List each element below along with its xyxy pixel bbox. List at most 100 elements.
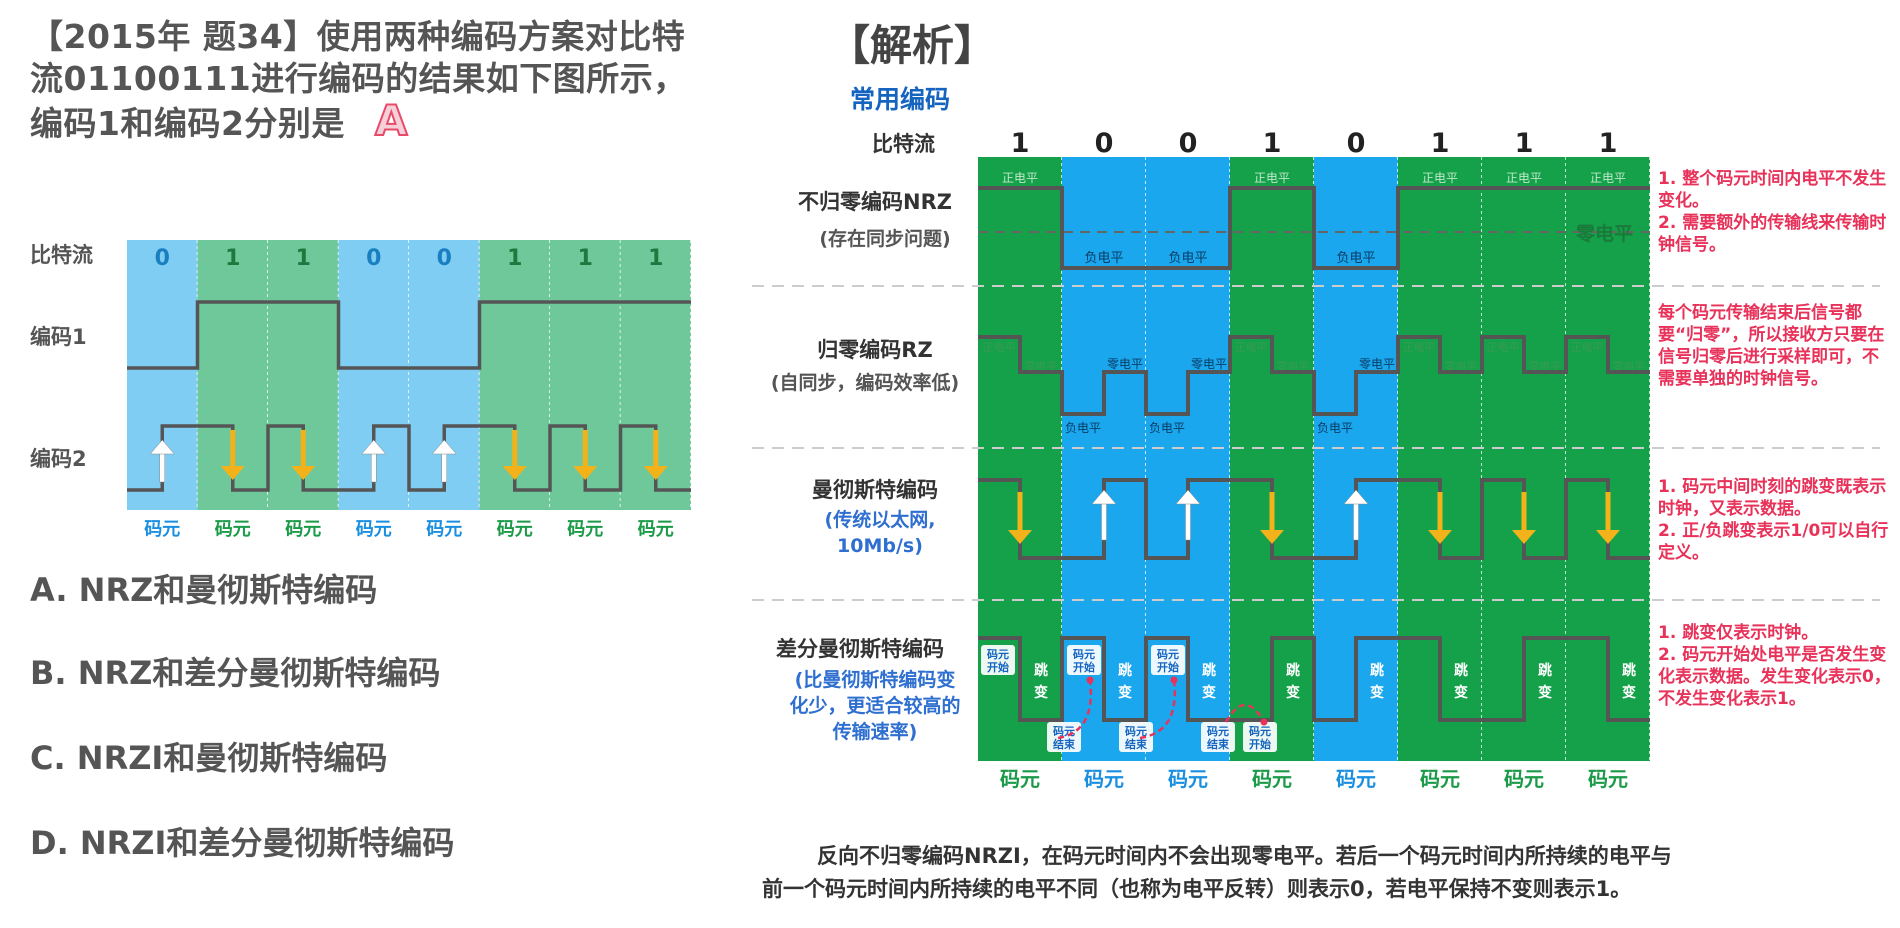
arrow-head bbox=[1170, 676, 1178, 684]
svg-text:码元: 码元 bbox=[987, 648, 1009, 661]
left-bit: 0 bbox=[366, 246, 381, 271]
svg-text:开始: 开始 bbox=[1157, 660, 1179, 674]
zero-level-label-small: 零电平 bbox=[1529, 360, 1562, 373]
negative-level-label: 负电平 bbox=[1065, 421, 1101, 435]
right-bitstream-label: 比特流 bbox=[872, 132, 935, 156]
nrz-note-1: 1. 整个码元时间内电平不发生变化。 bbox=[1658, 169, 1887, 211]
down-arrow-icon bbox=[1596, 492, 1620, 544]
svg-text:开始: 开始 bbox=[987, 660, 1009, 674]
nrz-title: 不归零编码NRZ bbox=[798, 190, 952, 214]
jump-label: 变 bbox=[1118, 684, 1132, 701]
jump-label: 跳 bbox=[1538, 662, 1552, 679]
positive-level-label: 正电平 bbox=[1590, 171, 1626, 185]
negative-level-label: 负电平 bbox=[1317, 421, 1353, 435]
jump-label: 跳 bbox=[1202, 662, 1216, 679]
jump-label: 变 bbox=[1622, 684, 1636, 701]
positive-level-label: 正电平 bbox=[1506, 171, 1542, 185]
positive-level-label: 正电平 bbox=[1403, 341, 1436, 354]
rz-title: 归零编码RZ bbox=[817, 338, 933, 362]
left-cell-label: 码元 bbox=[215, 519, 251, 540]
option-c[interactable]: C. NRZI和曼彻斯特编码 bbox=[30, 739, 388, 777]
code-start-marker: 码元开始 bbox=[981, 645, 1015, 675]
right-bit: 1 bbox=[1263, 128, 1282, 159]
down-arrow-icon bbox=[1428, 492, 1452, 544]
nrz-note-2: 2. 需要额外的传输线来传输时钟信号。 bbox=[1658, 213, 1887, 255]
zero-level-label-small: 零电平 bbox=[1613, 360, 1646, 373]
jump-label: 变 bbox=[1370, 684, 1384, 701]
left-cell-label: 码元 bbox=[638, 519, 674, 540]
left-bitstream-label: 比特流 bbox=[30, 243, 93, 267]
right-cell-label: 码元 bbox=[1504, 767, 1544, 791]
right-cell-label: 码元 bbox=[1000, 767, 1040, 791]
level-labels: 零电平正电平负电平负电平正电平负电平正电平正电平正电平正电平零电平负电平零电平负… bbox=[983, 171, 1646, 435]
right-bit: 0 bbox=[1179, 128, 1198, 159]
svg-text:码元: 码元 bbox=[1157, 648, 1179, 661]
left-cell-label: 码元 bbox=[426, 519, 462, 540]
diff-manchester-subtitle-2: 化少，更适合较高的 bbox=[789, 695, 961, 717]
manchester-subtitle-1: (传统以太网, bbox=[824, 509, 936, 531]
analysis-title: 【解析】 bbox=[828, 21, 997, 70]
up-arrow-icon bbox=[361, 439, 387, 483]
manchester-subtitle-2: 10Mb/s) bbox=[837, 535, 923, 557]
positive-level-label: 正电平 bbox=[1235, 341, 1268, 354]
svg-text:码元: 码元 bbox=[1053, 725, 1075, 738]
left-bit: 1 bbox=[507, 246, 522, 271]
left-bit: 1 bbox=[225, 246, 240, 271]
right-cell-label: 码元 bbox=[1168, 767, 1208, 791]
svg-text:码元: 码元 bbox=[1249, 725, 1271, 738]
svg-text:码元: 码元 bbox=[1207, 725, 1229, 738]
question-line-2: 流01100111进行编码的结果如下图所示， bbox=[30, 59, 687, 98]
left-bit: 1 bbox=[296, 246, 311, 271]
diff-manchester-note-1: 1. 跳变仅表示时钟。 bbox=[1658, 623, 1819, 643]
jump-label: 跳 bbox=[1622, 662, 1636, 679]
right-row-separators bbox=[752, 231, 1880, 601]
diff-manchester-subtitle-3: 传输速率) bbox=[832, 721, 918, 743]
jump-label: 跳 bbox=[1370, 662, 1384, 679]
up-arrow-icon bbox=[149, 439, 175, 483]
right-cell-label: 码元 bbox=[1588, 767, 1628, 791]
left-cell-label: 码元 bbox=[285, 519, 321, 540]
question-line-1: 【2015年 题34】使用两种编码方案对比特 bbox=[30, 17, 686, 56]
zero-level-label-small: 零电平 bbox=[1277, 360, 1310, 373]
nrz-subtitle: (存在同步问题) bbox=[819, 228, 951, 250]
code-start-marker: 码元开始 bbox=[1067, 645, 1101, 675]
left-cell-label: 码元 bbox=[567, 519, 603, 540]
down-arrow-icon bbox=[573, 430, 598, 480]
code-start-marker: 码元开始 bbox=[1151, 645, 1185, 675]
right-cell-label: 码元 bbox=[1336, 767, 1376, 791]
arrow-head bbox=[1086, 676, 1094, 684]
code-start-marker: 码元开始 bbox=[1243, 722, 1277, 752]
nrzi-explanation-1: 反向不归零编码NRZI，在码元时间内不会出现零电平。若后一个码元时间内所持续的电… bbox=[817, 844, 1672, 868]
down-arrow-icon bbox=[1260, 492, 1284, 544]
option-d[interactable]: D. NRZI和差分曼彻斯特编码 bbox=[30, 824, 455, 862]
up-arrow-icon bbox=[431, 439, 457, 483]
nrz-waveform bbox=[978, 186, 1650, 270]
arrow-head bbox=[1260, 718, 1268, 726]
down-arrow-icon bbox=[291, 430, 316, 480]
negative-level-label: 负电平 bbox=[1084, 251, 1123, 266]
jump-label: 变 bbox=[1202, 684, 1216, 701]
jump-label: 变 bbox=[1286, 684, 1300, 701]
up-arrow-icon bbox=[1343, 489, 1369, 541]
right-cell-label: 码元 bbox=[1420, 767, 1460, 791]
positive-level-label: 正电平 bbox=[1254, 171, 1290, 185]
option-b[interactable]: B. NRZ和差分曼彻斯特编码 bbox=[30, 654, 441, 692]
left-code2-label: 编码2 bbox=[30, 447, 87, 471]
left-cell-label: 码元 bbox=[144, 519, 180, 540]
right-bit: 0 bbox=[1347, 128, 1366, 159]
right-bit: 1 bbox=[1011, 128, 1030, 159]
svg-text:码元: 码元 bbox=[1073, 648, 1095, 661]
option-a[interactable]: A. NRZ和曼彻斯特编码 bbox=[30, 571, 378, 609]
positive-level-label: 正电平 bbox=[1571, 341, 1604, 354]
svg-text:结束: 结束 bbox=[1052, 737, 1076, 751]
right-bit: 1 bbox=[1515, 128, 1534, 159]
zero-level-label-small: 零电平 bbox=[1107, 357, 1143, 371]
right-bit: 1 bbox=[1599, 128, 1618, 159]
red-dashed-arrow bbox=[1057, 679, 1093, 740]
right-cell-label: 码元 bbox=[1084, 767, 1124, 791]
red-dashed-arrow bbox=[1139, 679, 1176, 740]
down-arrow-icon bbox=[1008, 492, 1032, 544]
